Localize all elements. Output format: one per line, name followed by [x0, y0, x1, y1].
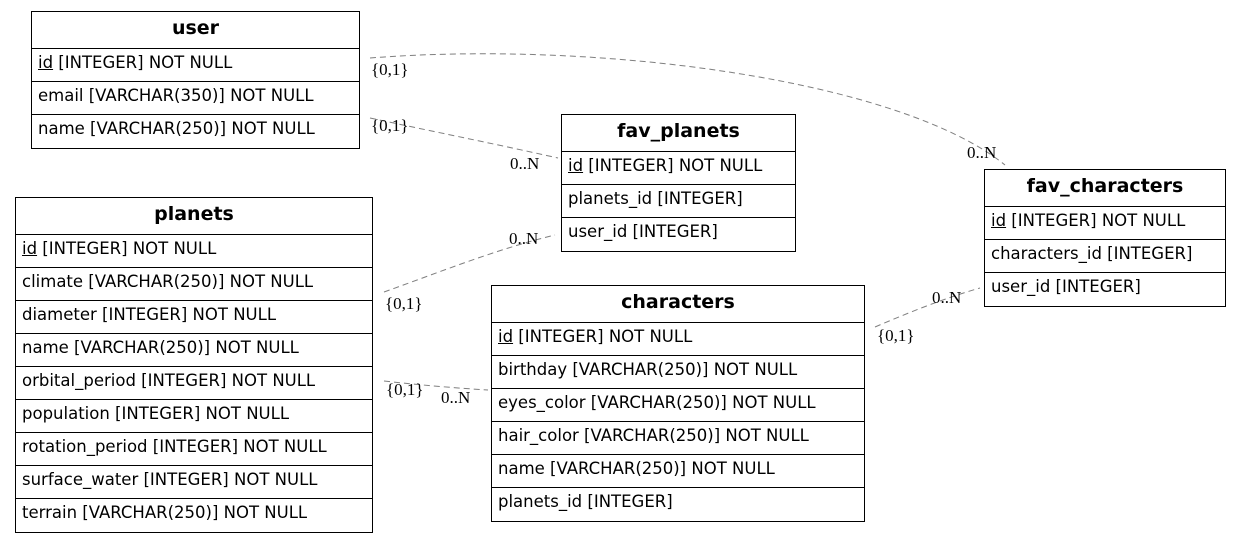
table-column: id [INTEGER] NOT NULL: [562, 152, 795, 185]
link-user-fav-planets: [369, 117, 559, 159]
primary-key: id: [498, 327, 514, 346]
table-user[interactable]: user id [INTEGER] NOT NULL email [VARCHA…: [31, 11, 360, 149]
table-characters[interactable]: characters id [INTEGER] NOT NULL birthda…: [491, 285, 865, 522]
table-column: name [VARCHAR(250)] NOT NULL: [492, 455, 864, 488]
table-column: planets_id [INTEGER]: [498, 492, 673, 511]
table-title: planets: [16, 198, 372, 235]
table-fav-characters[interactable]: fav_characters id [INTEGER] NOT NULL cha…: [984, 169, 1226, 307]
table-planets[interactable]: planets id [INTEGER] NOT NULL climate [V…: [15, 197, 373, 533]
table-column: surface_water [INTEGER] NOT NULL: [16, 466, 372, 499]
table-column: name [VARCHAR(250)] NOT NULL: [16, 334, 372, 367]
cardinality-label: {0,1}: [371, 60, 409, 79]
table-column: eyes_color [VARCHAR(250)] NOT NULL: [492, 389, 864, 422]
primary-key: id: [991, 211, 1007, 230]
link-planets-fav-planets: [383, 234, 556, 293]
table-column: email [VARCHAR(350)] NOT NULL: [32, 82, 359, 115]
cardinality-label: 0..N: [510, 154, 539, 173]
table-column: characters_id [INTEGER]: [985, 240, 1225, 273]
table-fav-planets[interactable]: fav_planets id [INTEGER] NOT NULL planet…: [561, 114, 796, 252]
table-column: name [VARCHAR(250)] NOT NULL: [38, 119, 315, 138]
cardinality-label: {0,1}: [385, 294, 423, 313]
table-title: characters: [492, 286, 864, 323]
table-column: terrain [VARCHAR(250)] NOT NULL: [22, 503, 308, 522]
cardinality-label: {0,1}: [877, 326, 915, 345]
primary-key: id: [22, 239, 38, 258]
table-column: climate [VARCHAR(250)] NOT NULL: [16, 268, 372, 301]
table-column: id [INTEGER] NOT NULL: [32, 49, 359, 82]
cardinality-label: 0..N: [967, 143, 996, 162]
table-column: id [INTEGER] NOT NULL: [16, 235, 372, 268]
table-column: rotation_period [INTEGER] NOT NULL: [16, 433, 372, 466]
table-column: user_id [INTEGER]: [991, 277, 1141, 296]
cardinality-label: 0..N: [509, 229, 538, 248]
table-title: fav_planets: [562, 115, 795, 152]
cardinality-label: 0..N: [441, 388, 470, 407]
table-column: birthday [VARCHAR(250)] NOT NULL: [492, 356, 864, 389]
table-title: user: [32, 12, 359, 49]
primary-key: id: [38, 53, 54, 72]
table-column: orbital_period [INTEGER] NOT NULL: [16, 367, 372, 400]
table-column: id [INTEGER] NOT NULL: [985, 207, 1225, 240]
cardinality-label: 0..N: [932, 288, 961, 307]
table-column: planets_id [INTEGER]: [562, 185, 795, 218]
table-column: population [INTEGER] NOT NULL: [16, 400, 372, 433]
link-planets-characters: [383, 380, 489, 391]
table-column: diameter [INTEGER] NOT NULL: [16, 301, 372, 334]
link-user-fav-characters: [369, 53, 1006, 166]
table-column: hair_color [VARCHAR(250)] NOT NULL: [492, 422, 864, 455]
table-column: id [INTEGER] NOT NULL: [492, 323, 864, 356]
link-characters-fav-characters: [874, 287, 981, 328]
primary-key: id: [568, 156, 584, 175]
cardinality-label: {0,1}: [371, 116, 409, 135]
cardinality-label: {0,1}: [386, 380, 424, 399]
table-column: user_id [INTEGER]: [568, 222, 718, 241]
table-title: fav_characters: [985, 170, 1225, 207]
